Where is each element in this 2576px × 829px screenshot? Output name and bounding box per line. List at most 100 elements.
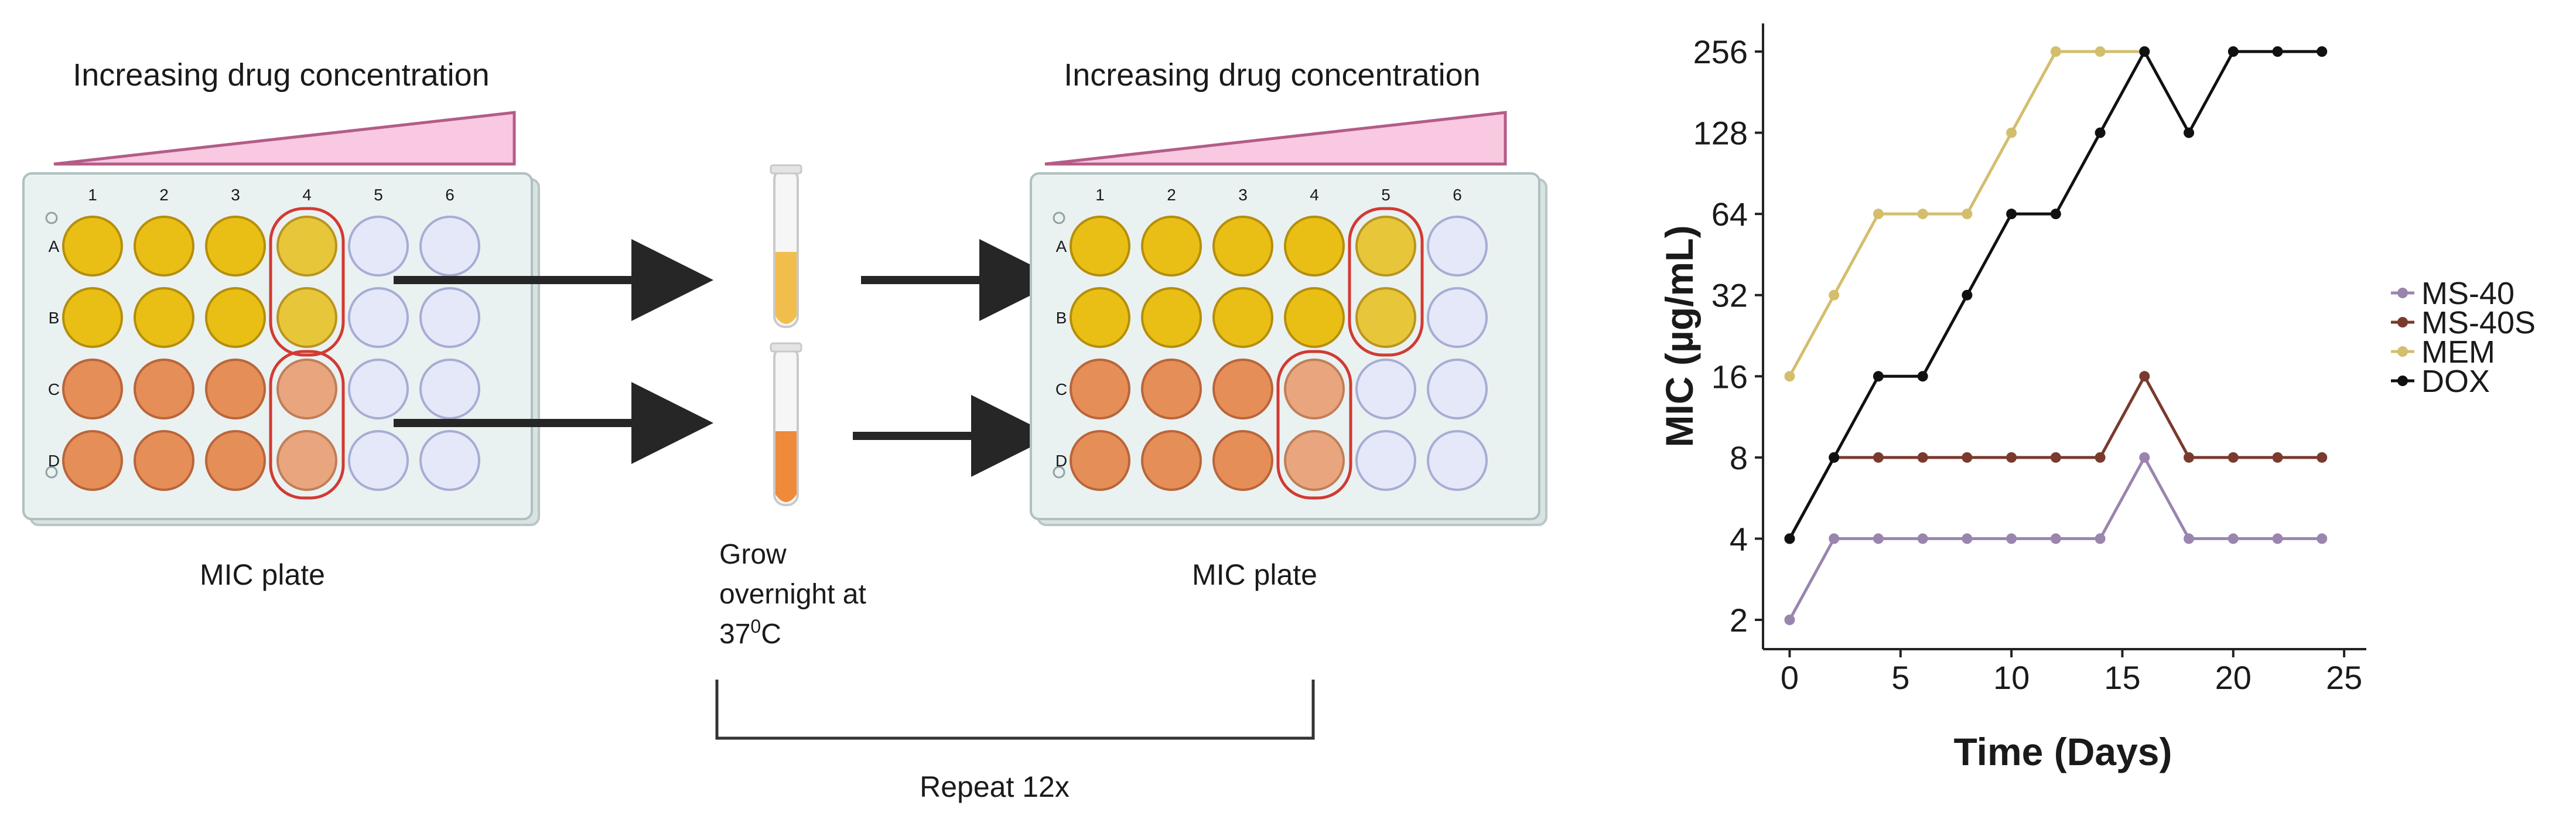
data-point xyxy=(1829,289,1840,301)
plate-1-well xyxy=(62,216,123,277)
plate-1-column-label: 4 xyxy=(302,186,312,204)
series-ms-40s xyxy=(1784,371,2328,544)
temperature-degree: 0 xyxy=(750,616,761,637)
plate-2-well xyxy=(1070,359,1130,419)
data-point xyxy=(2006,127,2017,138)
plate-1-well xyxy=(348,359,409,419)
legend-swatch-dot xyxy=(2397,376,2408,386)
x-tick-label: 20 xyxy=(2215,659,2252,696)
data-point xyxy=(2050,209,2061,220)
plate-1-column-label: 2 xyxy=(159,186,169,204)
data-point xyxy=(1873,452,1884,463)
plate-1-well xyxy=(205,287,266,348)
plate-1-well xyxy=(62,287,123,348)
plate-2-column-label: 5 xyxy=(1381,186,1391,204)
x-tick-label: 0 xyxy=(1781,659,1799,696)
temperature-unit: C xyxy=(761,619,781,650)
plate-2-well xyxy=(1070,430,1130,491)
plate-1-caption: MIC plate xyxy=(200,558,325,591)
plate-2-well xyxy=(1141,430,1202,491)
y-tick-label: 16 xyxy=(1711,358,1748,395)
data-point xyxy=(2317,533,2328,544)
plate-1-well xyxy=(348,216,409,277)
legend-item: MS-40 xyxy=(2391,276,2514,311)
plate-2-well xyxy=(1070,216,1130,277)
chart-axes xyxy=(1762,23,2366,650)
plate-1-well xyxy=(419,287,480,348)
tube-1-rim xyxy=(770,164,802,175)
plate-2-well xyxy=(1212,430,1273,491)
plate-1-well xyxy=(276,216,337,277)
plate-2-well xyxy=(1427,430,1488,491)
data-point xyxy=(2227,46,2239,57)
plate-1-well xyxy=(348,287,409,348)
y-tick-label: 32 xyxy=(1711,277,1748,314)
y-tick-label: 8 xyxy=(1730,439,1748,476)
plate-2-highlights xyxy=(1276,207,1424,500)
plate-2-highlight-outline xyxy=(1348,207,1424,357)
legend-swatch-dot xyxy=(2397,346,2408,357)
series-line xyxy=(1788,50,2322,540)
plate-1-well xyxy=(62,430,123,491)
plate-1-well xyxy=(134,430,194,491)
plate-1-corner-mark xyxy=(45,211,58,224)
plate-1-column-label: 6 xyxy=(445,186,455,204)
legend-label: MS-40S xyxy=(2421,305,2536,340)
repeat-label: Repeat 12x xyxy=(920,770,1070,803)
data-point xyxy=(2095,127,2106,138)
plate-1-well xyxy=(134,287,194,348)
data-point xyxy=(1962,533,1973,544)
tube-2-rim xyxy=(770,342,802,353)
data-point xyxy=(2272,533,2283,544)
plate-2-column-label: 6 xyxy=(1453,186,1462,204)
plate-2-title: Increasing drug concentration xyxy=(1064,57,1480,93)
plate-2-column-label: 1 xyxy=(1095,186,1105,204)
plate-1-highlight-outline xyxy=(269,350,345,500)
plate-1-title: Increasing drug concentration xyxy=(73,57,489,93)
plate-2-well xyxy=(1427,216,1488,277)
plate-2-well xyxy=(1212,359,1273,419)
concentration-wedge-1 xyxy=(53,111,516,166)
data-point xyxy=(2184,127,2195,138)
tube-2-culture xyxy=(775,431,797,502)
plate-1-column-label: 1 xyxy=(88,186,97,204)
grow-note: Grow overnight at 370C xyxy=(719,539,866,650)
plate-1-well xyxy=(276,287,337,348)
plate-2-well xyxy=(1212,216,1273,277)
data-point xyxy=(2095,533,2106,544)
data-point xyxy=(1784,533,1795,544)
data-point xyxy=(2095,46,2106,57)
data-point xyxy=(2139,371,2150,382)
y-tick-label: 2 xyxy=(1730,602,1748,639)
data-point xyxy=(2006,209,2017,220)
y-axis-label: MIC (µg/mL) xyxy=(1658,226,1701,448)
plate-2-column-label: 4 xyxy=(1310,186,1319,204)
data-point xyxy=(2050,46,2061,57)
data-point xyxy=(1917,452,1928,463)
y-tick-label: 64 xyxy=(1711,196,1748,233)
data-point xyxy=(2006,452,2017,463)
data-point xyxy=(1784,371,1795,382)
plate-2-well xyxy=(1355,287,1416,348)
plate-2-row-label: A xyxy=(1056,237,1067,255)
series-ms-40 xyxy=(1784,452,2328,625)
plate-2-well xyxy=(1427,287,1488,348)
plate-2-corner-mark xyxy=(1053,466,1065,479)
series-dox xyxy=(1784,46,2328,544)
plate-2-well xyxy=(1284,287,1345,348)
plate-2-row-label: D xyxy=(1055,452,1067,470)
plate-1-well xyxy=(205,430,266,491)
data-point xyxy=(2272,46,2283,57)
data-point xyxy=(2139,452,2150,463)
tube-1-culture xyxy=(775,252,797,324)
legend-item: DOX xyxy=(2391,364,2490,399)
plate-1-well xyxy=(348,430,409,491)
plate-1-well xyxy=(62,359,123,419)
plate-1-well xyxy=(276,359,337,419)
plate-1-highlights xyxy=(269,207,345,500)
